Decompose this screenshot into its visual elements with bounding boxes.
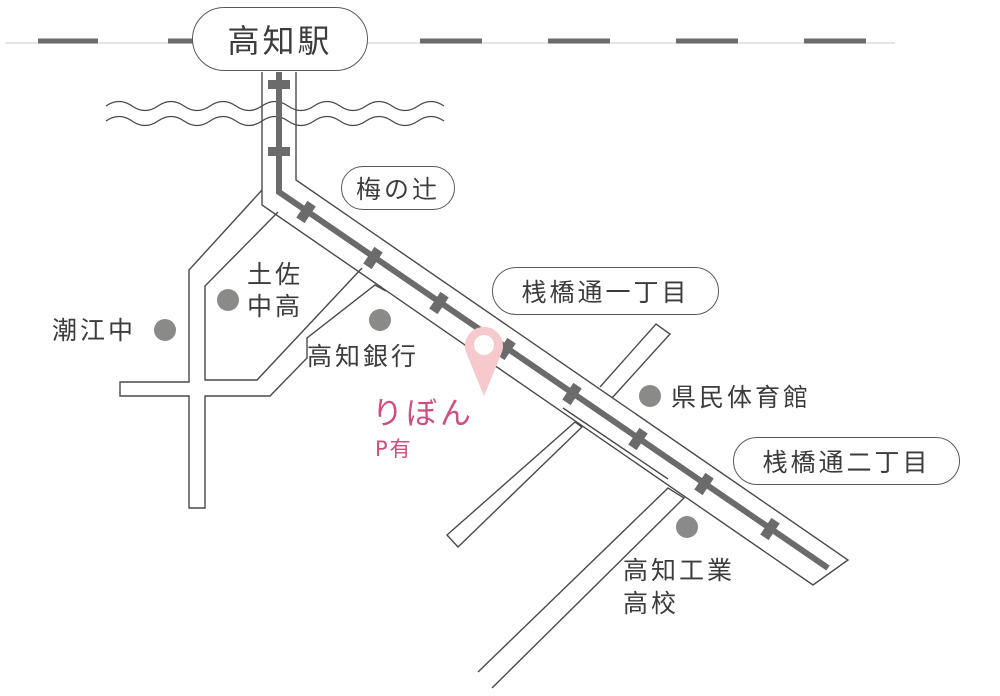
sanbashi-1-station-label: 桟橋通一丁目	[492, 267, 719, 315]
tosa-high-label-line1: 土佐	[247, 260, 304, 289]
kochi-kogyo-label-line1: 高知工業	[623, 556, 736, 585]
shop-pin-icon	[465, 326, 503, 396]
roads	[119, 72, 850, 689]
kenmin-marker	[639, 385, 661, 407]
river	[105, 100, 445, 127]
tram-ties	[268, 80, 780, 541]
umenotsuji-station-label: 梅の辻	[341, 166, 455, 210]
tram-line	[276, 72, 830, 571]
kochi-kogyo-marker	[676, 516, 698, 538]
shop-name: りぼん	[372, 396, 474, 432]
tosa-high-label-line2: 中高	[247, 292, 304, 321]
kochi-station-label: 高知駅	[192, 7, 368, 71]
ushioe-marker	[154, 319, 176, 341]
kochi-kogyo-label-line2: 高校	[623, 589, 680, 618]
tosa-high-marker	[217, 289, 239, 311]
kenmin-label: 県民体育館	[671, 383, 812, 412]
kochi-bank-label: 高知銀行	[307, 342, 420, 371]
shop-parking: P有	[375, 437, 413, 461]
ushioe-label: 潮江中	[52, 316, 137, 345]
kochi-bank-marker	[369, 309, 391, 331]
sanbashi-2-station-label: 桟橋通二丁目	[733, 437, 960, 485]
